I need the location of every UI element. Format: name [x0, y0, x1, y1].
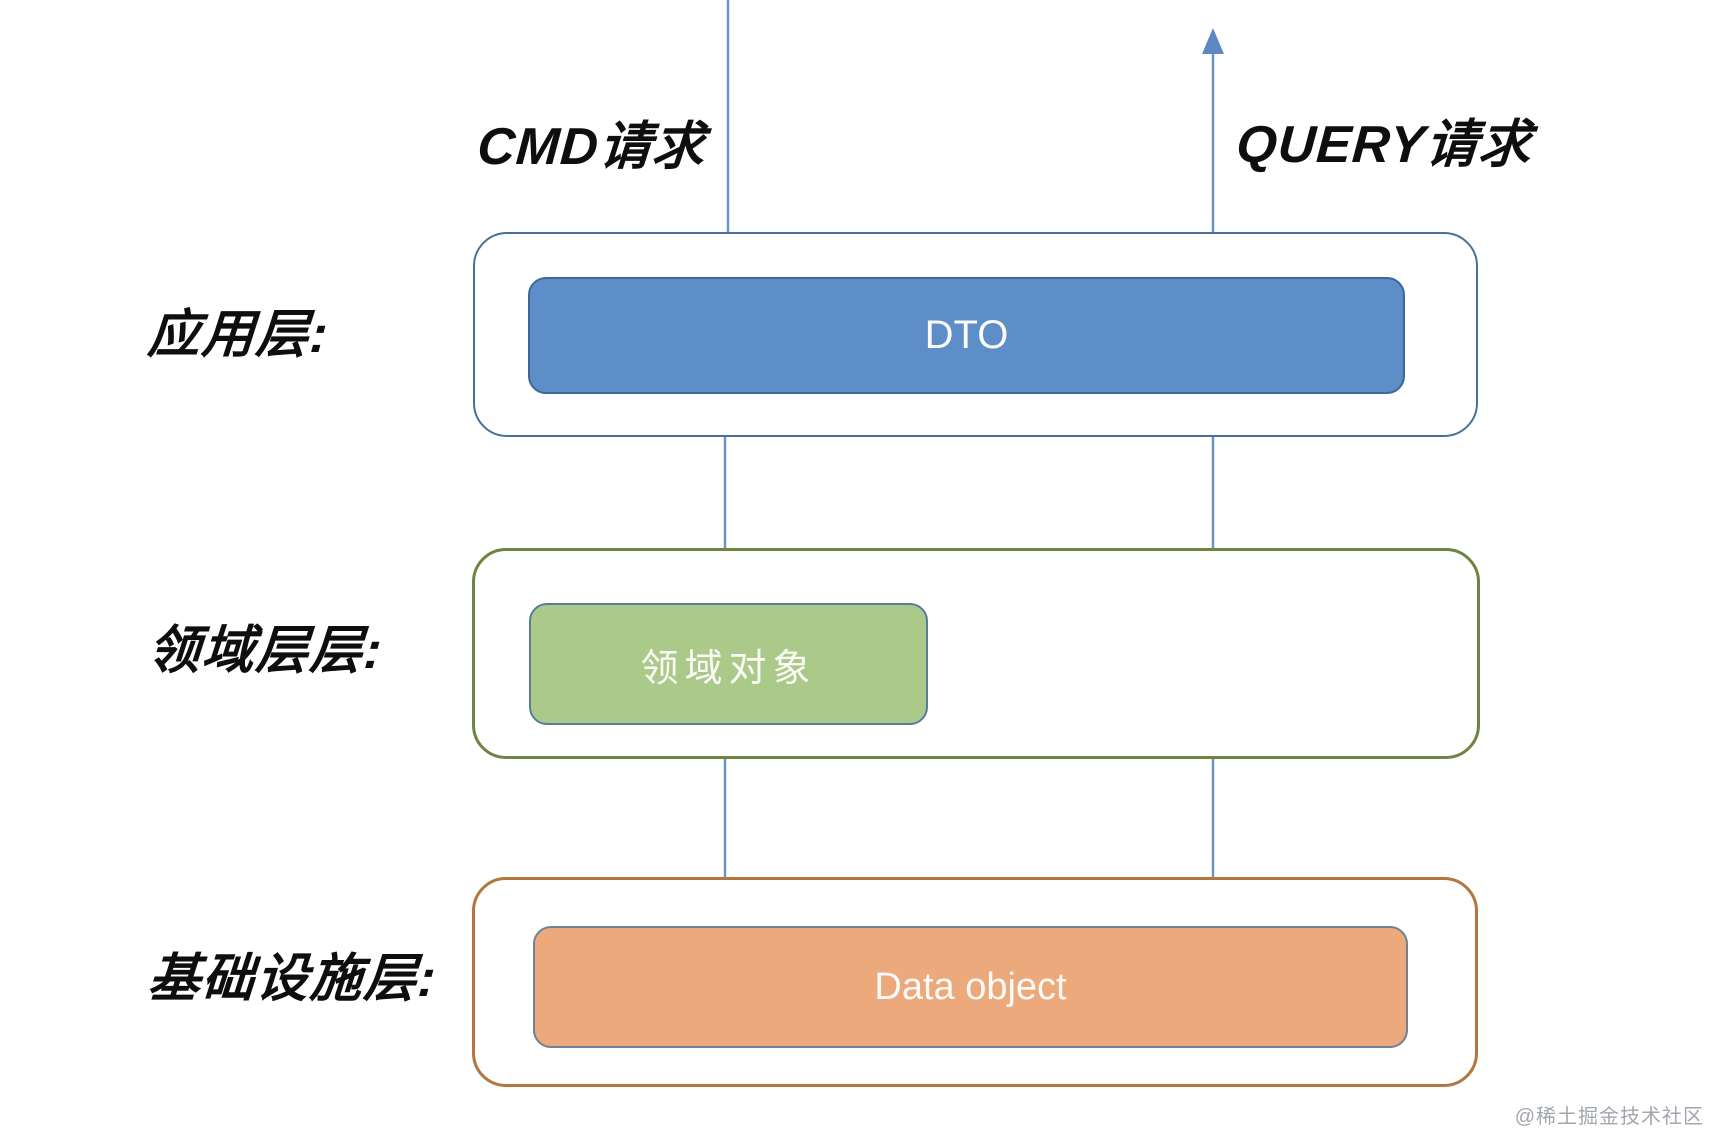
domain-layer-label: 领域层层: [146, 622, 386, 680]
domain-object-box: 领域对象 [529, 603, 928, 725]
data-object-box: Data object [533, 926, 1408, 1048]
infrastructure-layer-container: Data object [472, 877, 1478, 1087]
query-arrow-out-icon [1202, 28, 1224, 262]
infrastructure-layer-label: 基础设施层: [146, 950, 440, 1008]
cmd-request-label: CMD请求 [475, 118, 708, 176]
dto-box: DTO [528, 277, 1405, 394]
application-layer-container: DTO [473, 232, 1478, 437]
dto-box-label: DTO [924, 313, 1009, 357]
query-request-label: QUERY请求 [1234, 116, 1534, 174]
data-object-box-label: Data object [874, 965, 1067, 1008]
application-layer-label: 应用层: [146, 306, 332, 364]
watermark: @稀土掘金技术社区 [1514, 1106, 1704, 1128]
domain-object-box-label: 领域对象 [640, 647, 817, 690]
domain-layer-container: 领域对象 [472, 548, 1480, 759]
